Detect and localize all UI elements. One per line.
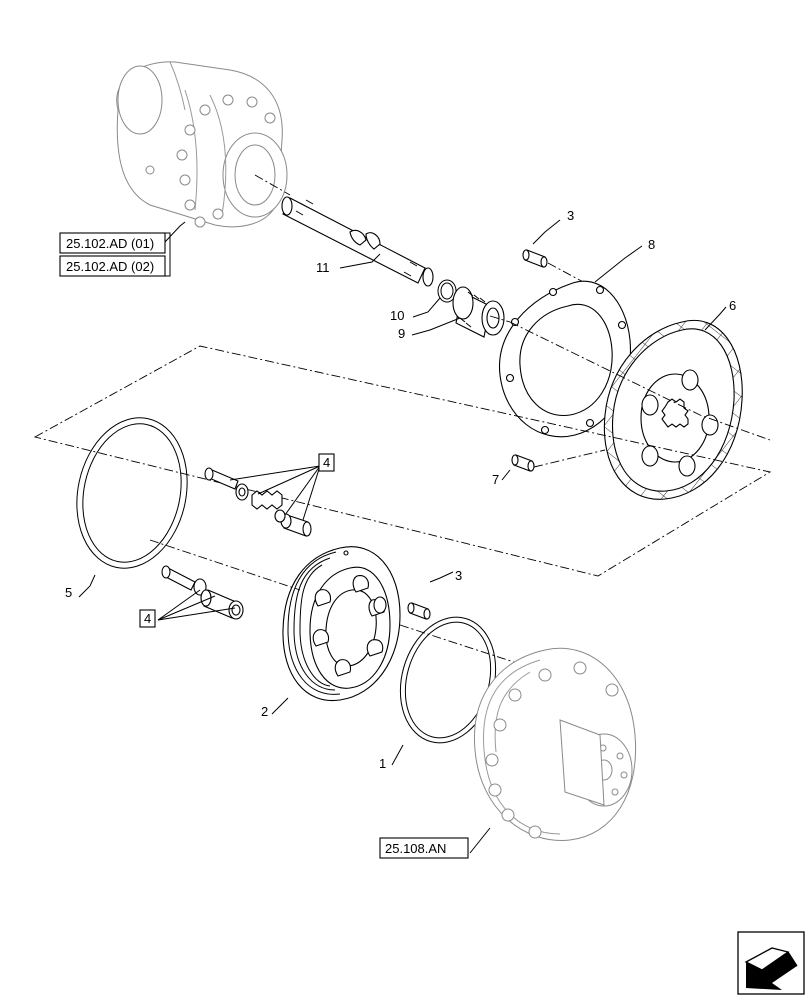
- leader-lines: [78, 219, 727, 854]
- callout-box-4-upper: [318, 453, 335, 472]
- callout-8: 8: [648, 237, 655, 252]
- spring-assembly: [204, 467, 312, 537]
- assembly-plane: [33, 345, 772, 577]
- reaction-plate: [499, 280, 632, 438]
- callout-5: 5: [65, 585, 72, 600]
- ref-bracket: [165, 232, 171, 277]
- brake-piston: [282, 546, 401, 702]
- main-axis-upper: [489, 315, 771, 441]
- differential-housing: [116, 61, 288, 228]
- callout-box-4-lower: [139, 609, 156, 628]
- dowel-pin-lower: [511, 454, 535, 472]
- ref-25-102-ad-02: 25.102.AD (02): [66, 259, 154, 274]
- callout-2: 2: [261, 704, 268, 719]
- callout-4-lower: 4: [144, 611, 151, 626]
- shaft-axis: [254, 174, 291, 196]
- bolt-spacer-assembly: [161, 565, 244, 620]
- ref-box-an: [379, 837, 469, 859]
- shaft: [281, 196, 434, 287]
- ref-25-108-an: 25.108.AN: [385, 841, 446, 856]
- callout-7: 7: [492, 472, 499, 487]
- callout-6: 6: [729, 298, 736, 313]
- callout-3-top: 3: [567, 208, 574, 223]
- dowel-pin-top: [522, 249, 548, 268]
- callout-9: 9: [398, 326, 405, 341]
- callout-10: 10: [390, 308, 404, 323]
- ref-box-ad01: [59, 232, 166, 254]
- ref-25-102-ad-01: 25.102.AD (01): [66, 236, 154, 251]
- callout-1: 1: [379, 756, 386, 771]
- final-drive-housing: [473, 647, 637, 841]
- arrow-icon[interactable]: [737, 931, 805, 995]
- callout-11: 11: [316, 260, 330, 275]
- callout-4-upper: 4: [323, 455, 330, 470]
- pin-axis-lower: [533, 449, 606, 468]
- dowel-pin-piston: [407, 602, 431, 620]
- splined-hub: [452, 286, 505, 338]
- seal-ring-outer: [76, 417, 188, 569]
- ref-box-ad02: [59, 255, 166, 277]
- callout-3-lower: 3: [455, 568, 462, 583]
